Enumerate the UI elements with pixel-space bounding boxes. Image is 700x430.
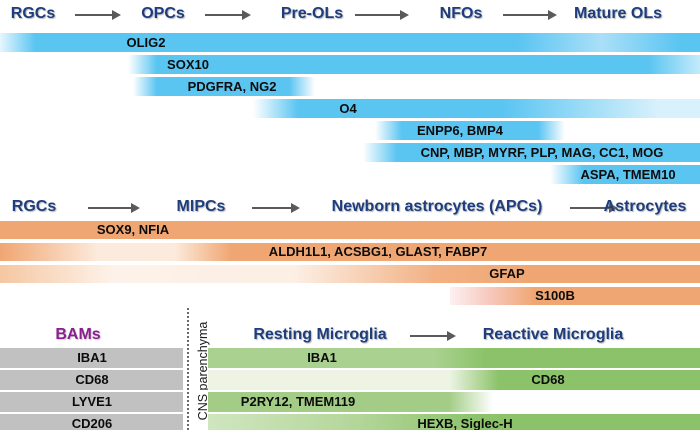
- marker-bar-o4: O4: [253, 99, 700, 118]
- arrow-icon: [252, 203, 300, 213]
- arrow-icon: [75, 10, 121, 20]
- marker-label: SOX10: [167, 57, 209, 72]
- stage-label-newborn-astrocytes: Newborn astrocytes (APCs): [331, 198, 543, 215]
- stage-label-astrocytes: Astrocytes: [603, 198, 687, 215]
- marker-label: ENPP6, BMP4: [417, 123, 503, 138]
- stage-label-opcs: OPCs: [141, 5, 185, 22]
- arrow-icon: [410, 331, 456, 341]
- bam-marker-bar-lyve1: LYVE1: [0, 392, 183, 412]
- marker-label: PDGFRA, NG2: [187, 79, 277, 94]
- bams-heading: BAMs: [55, 326, 101, 343]
- marker-bar-aldh1l1: ALDH1L1, ACSBG1, GLAST, FABP7: [0, 243, 700, 261]
- arrow-icon: [570, 203, 618, 213]
- dotted-divider-line: [187, 308, 189, 430]
- stage-label-mature-ols: Mature OLs: [573, 5, 663, 22]
- stage-label-rgcs-astro: RGCs: [11, 198, 57, 215]
- marker-label: CD68: [75, 372, 109, 387]
- marker-bar-gfap: GFAP: [0, 265, 700, 283]
- marker-label: S100B: [535, 288, 575, 303]
- marker-label: CNP, MBP, MYRF, PLP, MAG, CC1, MOG: [420, 145, 664, 160]
- arrow-icon: [503, 10, 557, 20]
- marker-label: CD68: [531, 372, 565, 387]
- arrow-icon: [205, 10, 251, 20]
- bam-marker-bar-iba1: IBA1: [0, 348, 183, 368]
- marker-label: HEXB, Siglec-H: [417, 416, 513, 430]
- stage-label-mipcs: MIPCs: [176, 198, 226, 215]
- microglia-marker-bar-hexb-siglech: HEXB, Siglec-H: [208, 414, 700, 430]
- marker-label: O4: [339, 101, 357, 116]
- arrow-icon: [355, 10, 409, 20]
- stage-label-reactive-microglia: Reactive Microglia: [482, 326, 624, 343]
- arrow-icon: [88, 203, 140, 213]
- stage-label-rgcs-oligo: RGCs: [10, 5, 56, 22]
- marker-bar-pdgfra-ng2: PDGFRA, NG2: [133, 77, 315, 96]
- marker-bar-s100b: S100B: [450, 287, 700, 305]
- marker-bar-enpp6-bmp4: ENPP6, BMP4: [375, 121, 565, 140]
- microglia-marker-bar-cd68: CD68: [208, 370, 700, 390]
- microglia-marker-bar-p2ry12-tmem119: P2RY12, TMEM119: [208, 392, 700, 412]
- marker-label: ALDH1L1, ACSBG1, GLAST, FABP7: [268, 244, 488, 259]
- marker-label: GFAP: [489, 266, 525, 281]
- marker-bar-sox9-nfia: SOX9, NFIA: [0, 221, 700, 239]
- marker-label: IBA1: [307, 350, 337, 365]
- marker-bar-sox10: SOX10: [128, 55, 700, 74]
- stage-label-pre-ols: Pre-OLs: [280, 5, 344, 22]
- marker-bar-aspa-tmem10: ASPA, TMEM10: [550, 165, 700, 184]
- marker-label: SOX9, NFIA: [96, 222, 170, 237]
- stage-label-resting-microglia: Resting Microglia: [253, 326, 387, 343]
- marker-label: LYVE1: [72, 394, 112, 409]
- marker-label: P2RY12, TMEM119: [240, 394, 356, 409]
- marker-bar-myelin-genes: CNP, MBP, MYRF, PLP, MAG, CC1, MOG: [363, 143, 700, 162]
- bam-marker-bar-cd206: CD206: [0, 414, 183, 430]
- bam-marker-bar-cd68: CD68: [0, 370, 183, 390]
- marker-label: IBA1: [77, 350, 107, 365]
- marker-label: CD206: [71, 416, 113, 430]
- marker-label: ASPA, TMEM10: [580, 167, 676, 182]
- marker-bar-olig2: OLIG2: [0, 33, 700, 52]
- stage-label-nfos: NFOs: [439, 5, 483, 22]
- marker-label: OLIG2: [126, 35, 166, 50]
- microglia-marker-bar-iba1: IBA1: [208, 348, 700, 368]
